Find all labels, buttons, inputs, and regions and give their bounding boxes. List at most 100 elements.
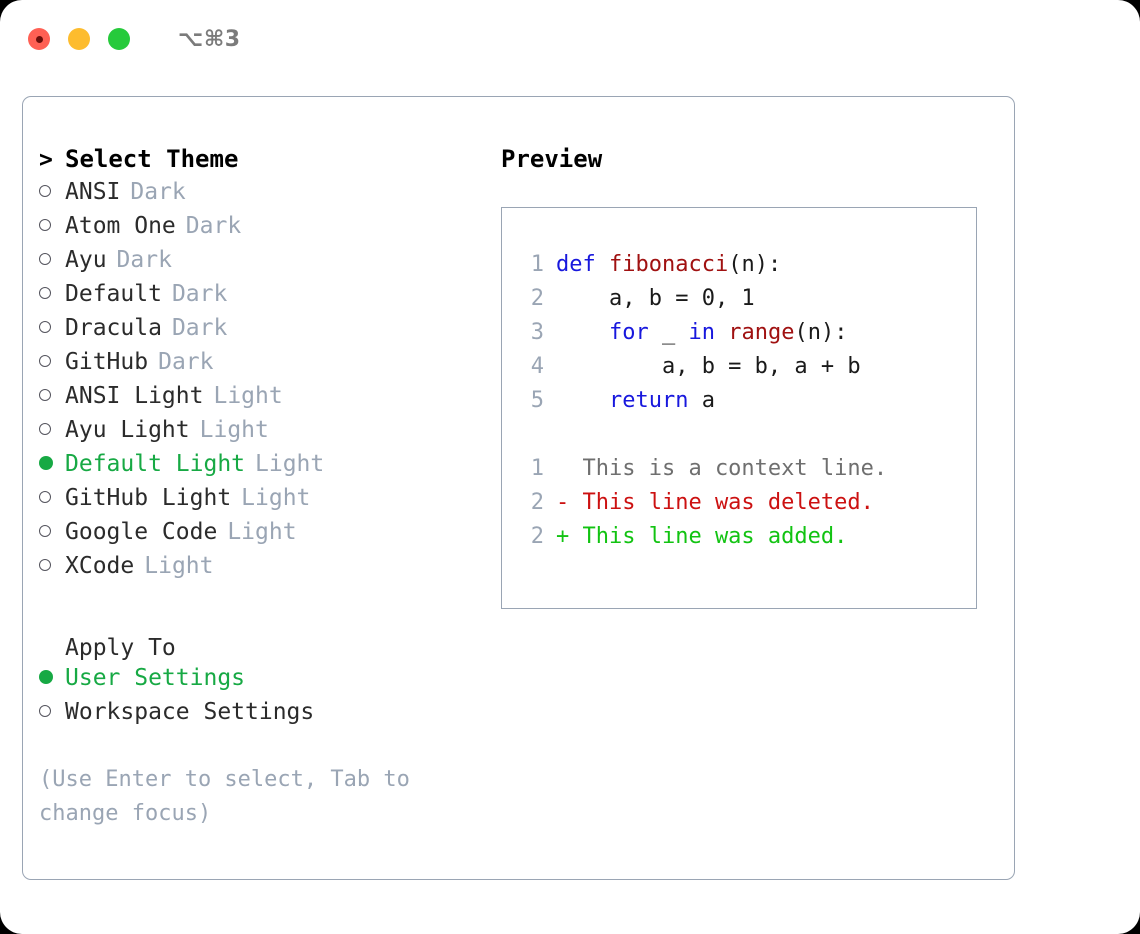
theme-item-kind: Dark [130, 179, 186, 205]
code-token: for [608, 320, 649, 345]
apply-to-option-label: Workspace Settings [65, 699, 315, 725]
theme-item-label: GitHub Light [65, 485, 232, 511]
theme-item-kind: Dark [116, 247, 172, 273]
code-token: return [608, 388, 689, 413]
diff-line: 1 This is a context line. [514, 452, 887, 486]
radio-unselected-icon [39, 419, 65, 442]
theme-list-item[interactable]: ANSI Dark [39, 179, 509, 213]
theme-item-kind: Dark [185, 213, 242, 239]
radio-unselected-icon [39, 555, 65, 578]
line-number: 3 [530, 320, 544, 345]
theme-item-label: Default [65, 281, 162, 307]
keyboard-shortcut-label: ⌥⌘3 [178, 26, 241, 52]
diff-line-text: + This line was added. [556, 524, 848, 549]
radio-unselected-icon [39, 249, 65, 272]
theme-list-item[interactable]: Ayu Light Light [39, 417, 509, 451]
radio-unselected-icon [39, 181, 65, 204]
theme-list-item[interactable]: Atom One Dark [39, 213, 509, 247]
radio-selected-icon [39, 453, 65, 476]
theme-item-label: Dracula [65, 315, 162, 341]
maximize-window-button[interactable] [108, 28, 130, 50]
code-line: 4 a, b = b, a + b [514, 350, 887, 384]
close-window-button[interactable] [28, 28, 50, 50]
theme-item-label: XCode [65, 553, 135, 579]
theme-item-kind: Dark [171, 315, 228, 341]
diff-line: 2 - This line was deleted. [514, 486, 887, 520]
theme-list-item[interactable]: GitHub Light Light [39, 485, 509, 519]
code-line: 5 return a [514, 384, 887, 418]
theme-list-item[interactable]: XCode Light [39, 553, 509, 587]
theme-list-item[interactable]: Default Dark [39, 281, 509, 315]
theme-item-label: Atom One [65, 213, 176, 239]
theme-item-kind: Dark [171, 281, 228, 307]
line-number: 2 [530, 286, 544, 311]
code-token: def [556, 252, 609, 277]
line-number: 1 [530, 252, 544, 277]
code-line: 2 a, b = 0, 1 [514, 282, 887, 316]
code-line: 3 for _ in range(n): [514, 316, 887, 350]
line-number: 2 [530, 490, 544, 515]
apply-to-option[interactable]: User Settings [39, 665, 509, 699]
minimize-window-button[interactable] [68, 28, 90, 50]
code-token: in [688, 320, 729, 345]
line-number: 5 [530, 388, 544, 413]
apply-to-title: Apply To [65, 635, 176, 661]
code-token: range [728, 320, 795, 345]
radio-unselected-icon [39, 317, 65, 340]
radio-selected-icon [39, 667, 65, 690]
radio-unselected-icon [39, 215, 65, 238]
theme-item-label: Default Light [65, 451, 246, 477]
traffic-lights [28, 28, 130, 50]
keyboard-hint: (Use Enter to select, Tab to change focu… [39, 767, 410, 826]
code-token [556, 384, 609, 418]
theme-item-label: GitHub [65, 349, 149, 375]
select-theme-title: Select Theme [65, 145, 239, 173]
code-token: (n): [728, 252, 782, 277]
code-token [556, 316, 609, 350]
theme-list-item[interactable]: Google Code Light [39, 519, 509, 553]
theme-list-item[interactable]: ANSI Light Light [39, 383, 509, 417]
theme-item-kind: Light [241, 485, 311, 511]
theme-item-kind: Dark [158, 349, 214, 375]
theme-item-kind: Light [144, 553, 214, 579]
select-theme-header: > Select Theme [39, 145, 509, 179]
radio-unselected-icon [39, 521, 65, 544]
line-number: 1 [530, 456, 544, 481]
theme-list-item[interactable]: Default Light Light [39, 451, 509, 485]
code-token: a, b = b, a + b [556, 354, 861, 379]
line-number: 2 [530, 524, 544, 549]
preview-title: Preview [501, 145, 603, 173]
code-token: (n): [794, 320, 848, 345]
theme-item-label: Ayu Light [65, 417, 190, 443]
radio-unselected-icon [39, 351, 65, 374]
theme-item-label: Ayu [65, 247, 107, 273]
theme-item-kind: Light [227, 519, 297, 545]
diff-line-text: This is a context line. [556, 456, 888, 481]
theme-item-kind: Light [199, 417, 269, 443]
radio-unselected-icon [39, 701, 65, 724]
theme-item-label: Google Code [65, 519, 218, 545]
title-bar: ⌥⌘3 [0, 0, 1140, 78]
code-blank-line [514, 418, 887, 452]
theme-item-label: ANSI [65, 179, 121, 205]
code-token: _ [648, 320, 689, 345]
apply-to-option[interactable]: Workspace Settings [39, 699, 509, 733]
radio-unselected-icon [39, 283, 65, 306]
theme-item-kind: Light [213, 383, 283, 409]
theme-item-label: ANSI Light [65, 383, 204, 409]
theme-item-kind: Light [255, 451, 325, 477]
theme-list-item[interactable]: Ayu Dark [39, 247, 509, 281]
theme-list-item[interactable]: GitHub Dark [39, 349, 509, 383]
diff-line-text: - This line was deleted. [556, 490, 874, 515]
caret-icon: > [39, 147, 53, 173]
theme-list-item[interactable]: Dracula Dark [39, 315, 509, 349]
apply-to-option-label: User Settings [65, 665, 246, 691]
line-number: 4 [530, 354, 544, 379]
section-spacer [39, 587, 509, 631]
